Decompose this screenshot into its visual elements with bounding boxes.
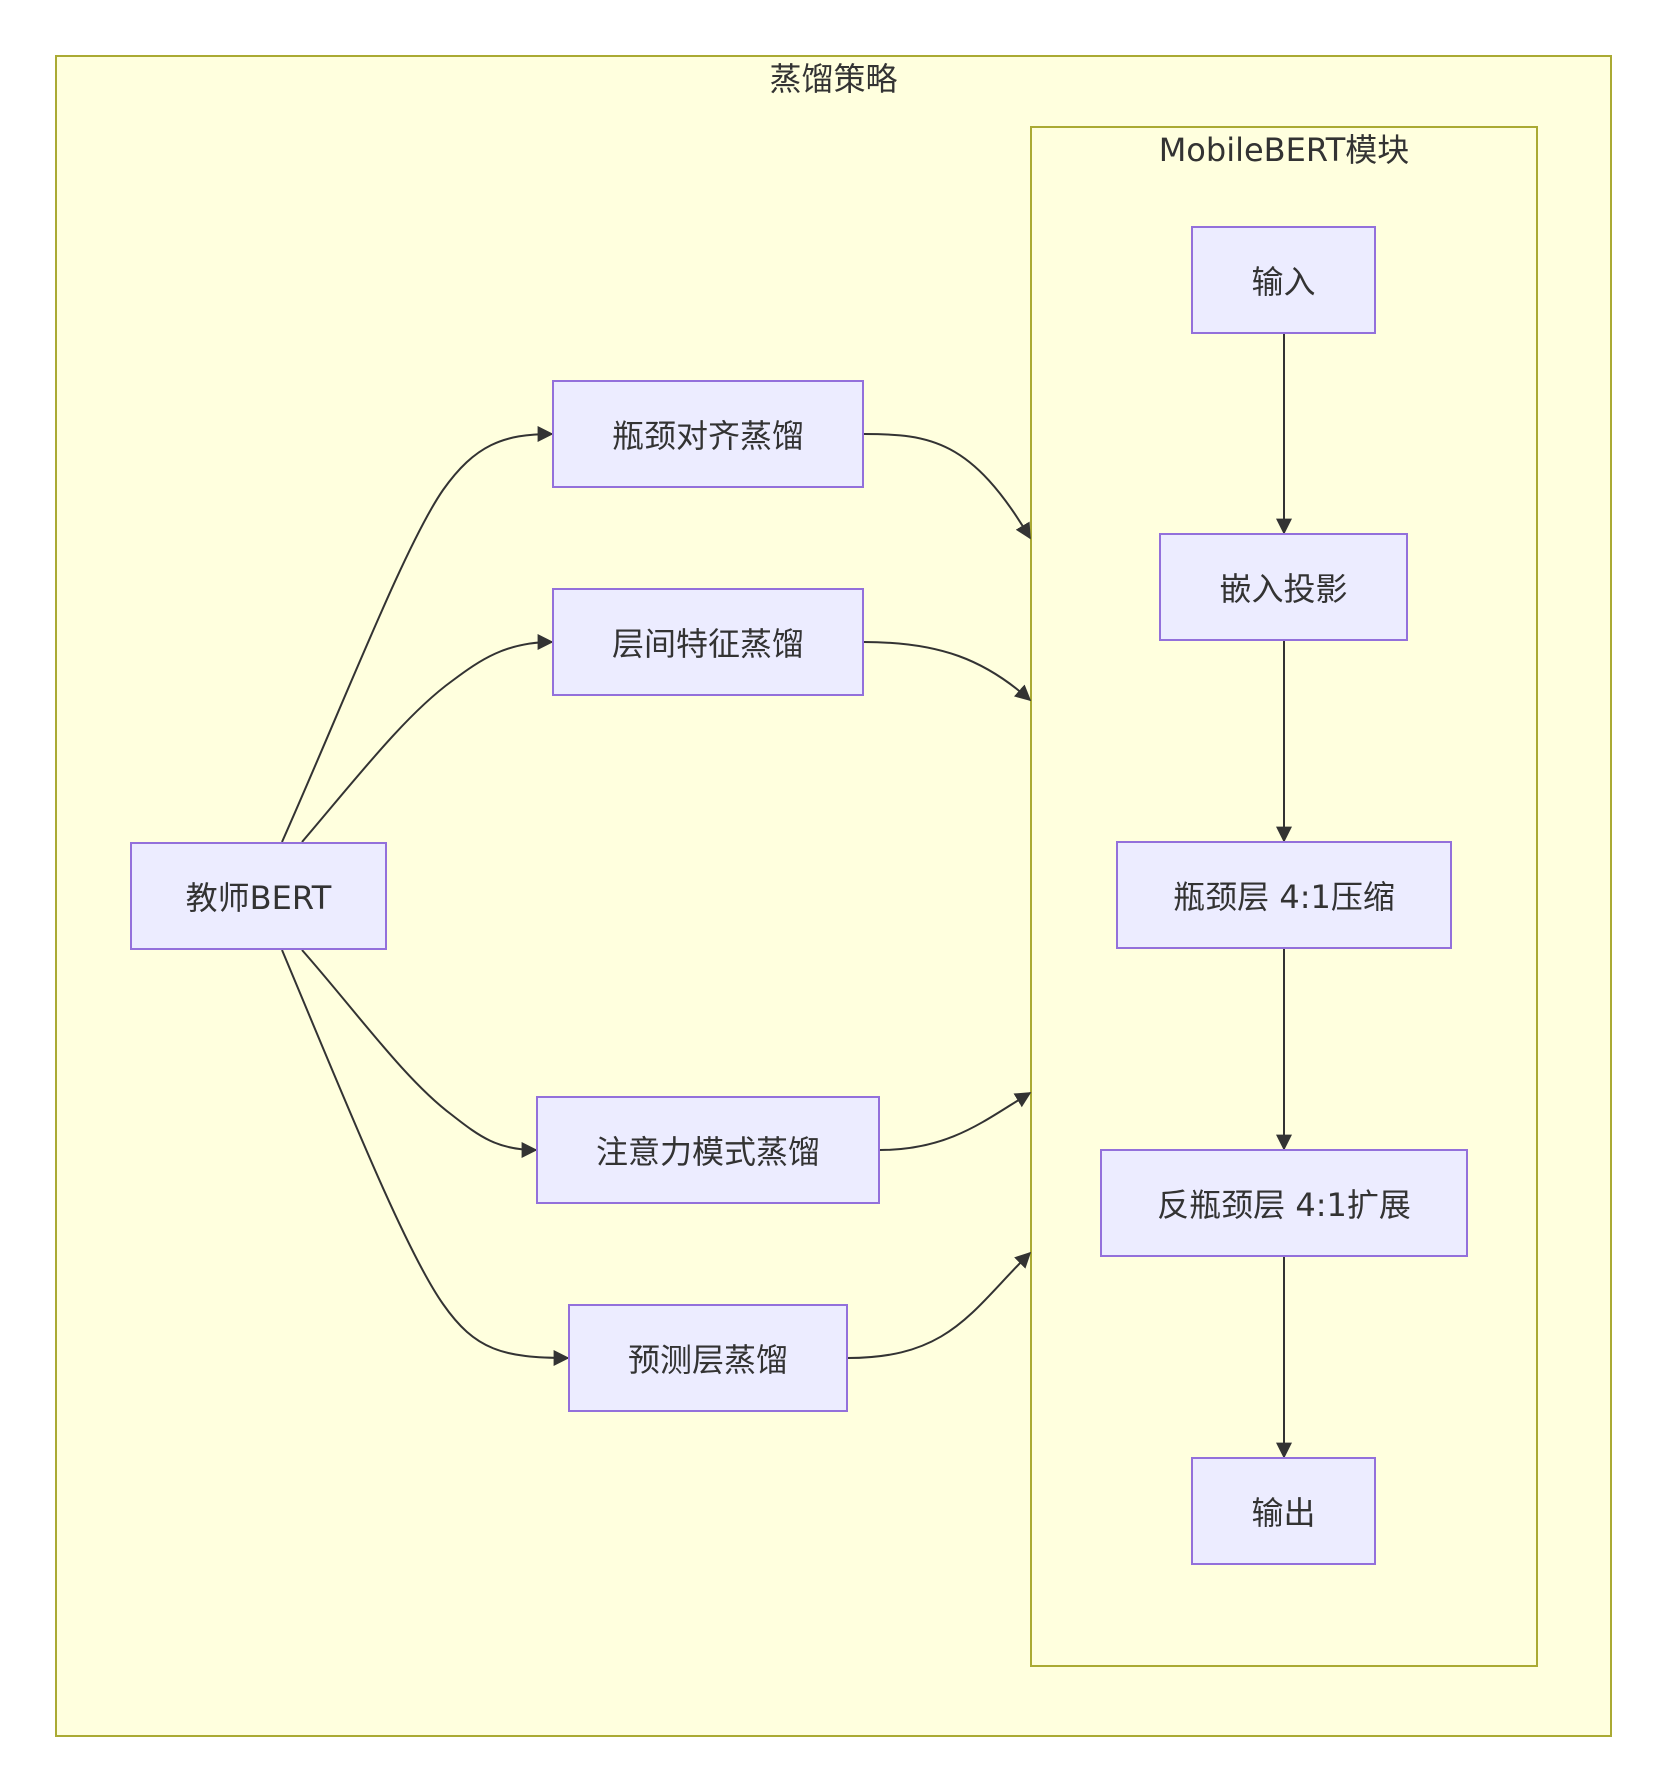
distillation-strategy-title: 蒸馏策略 <box>769 60 898 98</box>
embedding-projection-node: 嵌入投影 <box>1159 533 1408 641</box>
interlayer-feature-distillation-node: 层间特征蒸馏 <box>552 588 864 696</box>
prediction-layer-distillation-node: 预测层蒸馏 <box>568 1304 848 1412</box>
bottleneck-layer-node: 瓶颈层 4:1压缩 <box>1116 841 1452 949</box>
inverse-bottleneck-layer-node: 反瓶颈层 4:1扩展 <box>1100 1149 1468 1257</box>
input-node: 输入 <box>1191 226 1376 334</box>
mobilebert-module-cluster: MobileBERT模块 <box>1030 126 1538 1667</box>
mobilebert-module-title: MobileBERT模块 <box>1158 131 1410 169</box>
attention-pattern-distillation-node: 注意力模式蒸馏 <box>536 1096 880 1204</box>
bottleneck-align-distillation-node: 瓶颈对齐蒸馏 <box>552 380 864 488</box>
output-node: 输出 <box>1191 1457 1376 1565</box>
teacher-bert-node: 教师BERT <box>130 842 387 950</box>
